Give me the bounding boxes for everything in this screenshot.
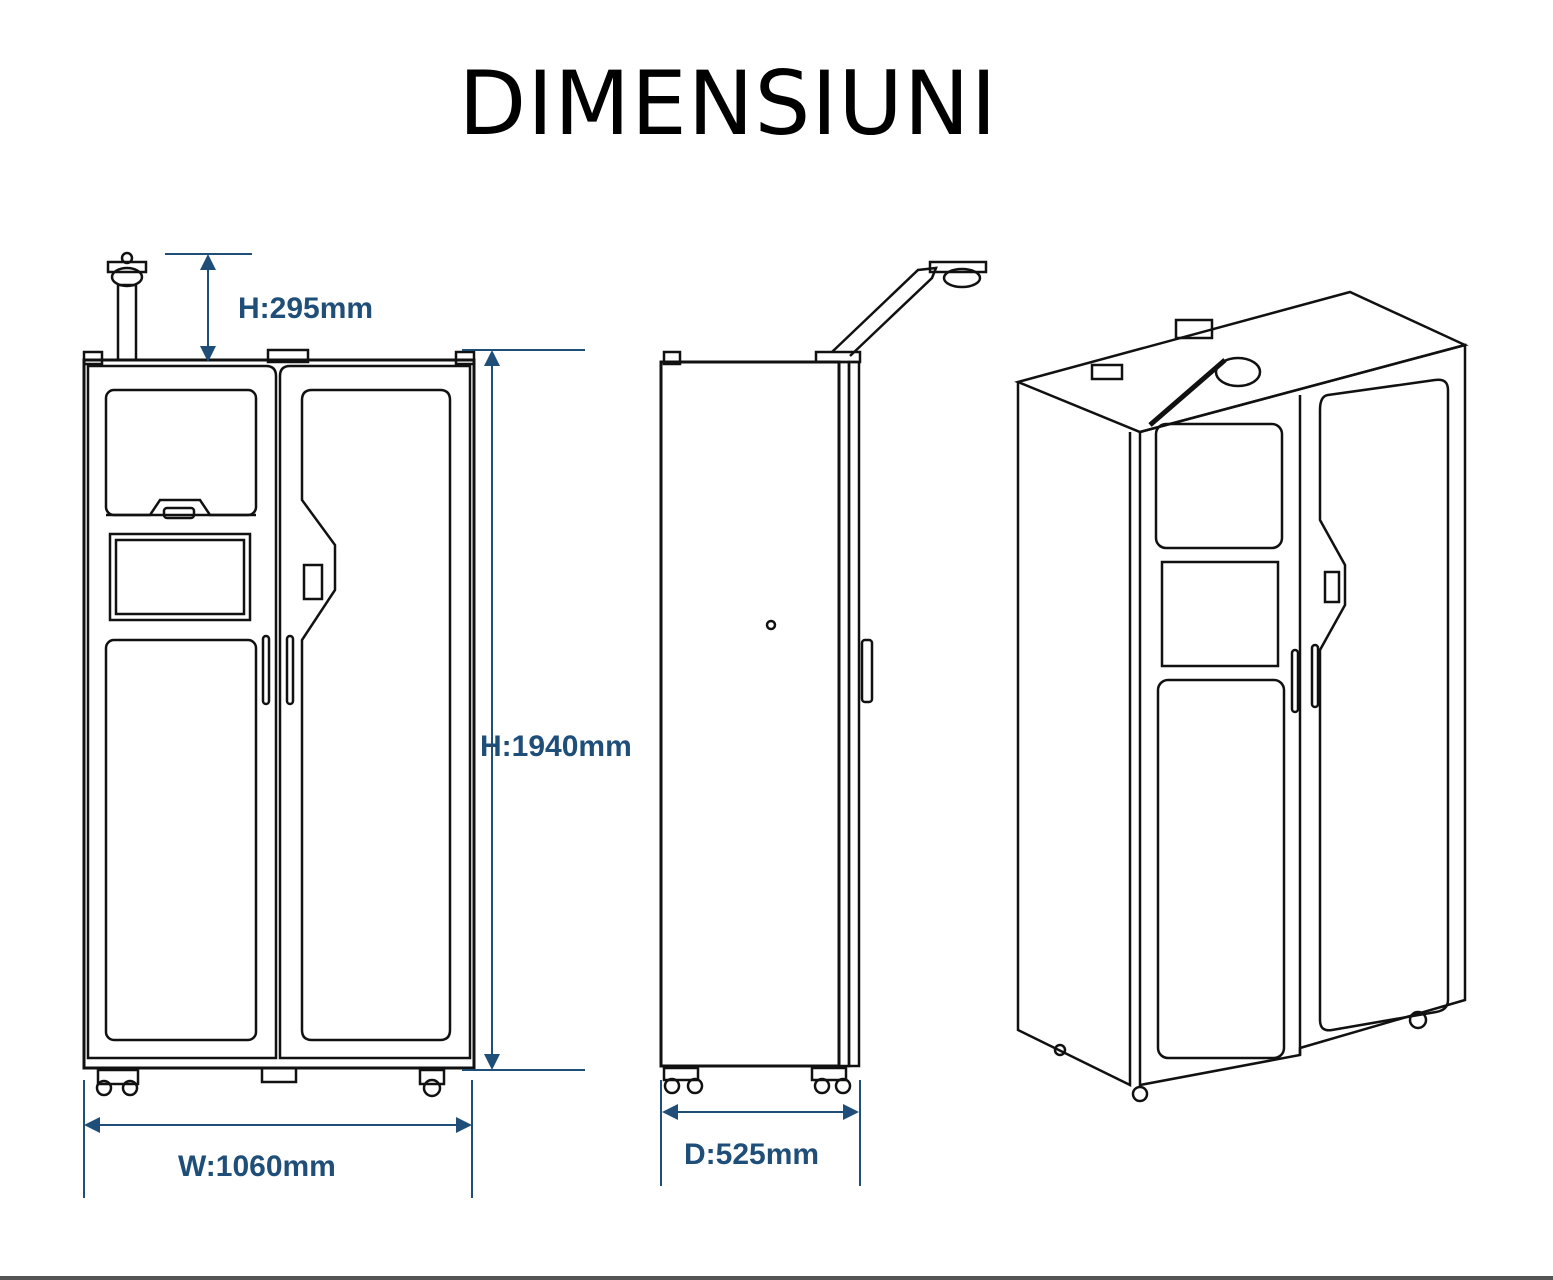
page-title: DIMENSIUNI [458,52,998,155]
isometric-view [1014,290,1469,1103]
height-label: H:1940mm [480,730,632,763]
bottom-border [0,1276,1553,1280]
wheels [95,1068,446,1098]
width-label: W:1060mm [178,1150,336,1183]
front-view [82,251,476,1098]
dimension-lines [83,253,861,1198]
depth-label: D:525mm [684,1138,819,1171]
camera-mast [106,251,148,362]
camera-height-label: H:295mm [238,292,373,325]
side-view [659,260,988,1095]
right-door [278,364,472,1060]
left-door [86,364,278,1060]
